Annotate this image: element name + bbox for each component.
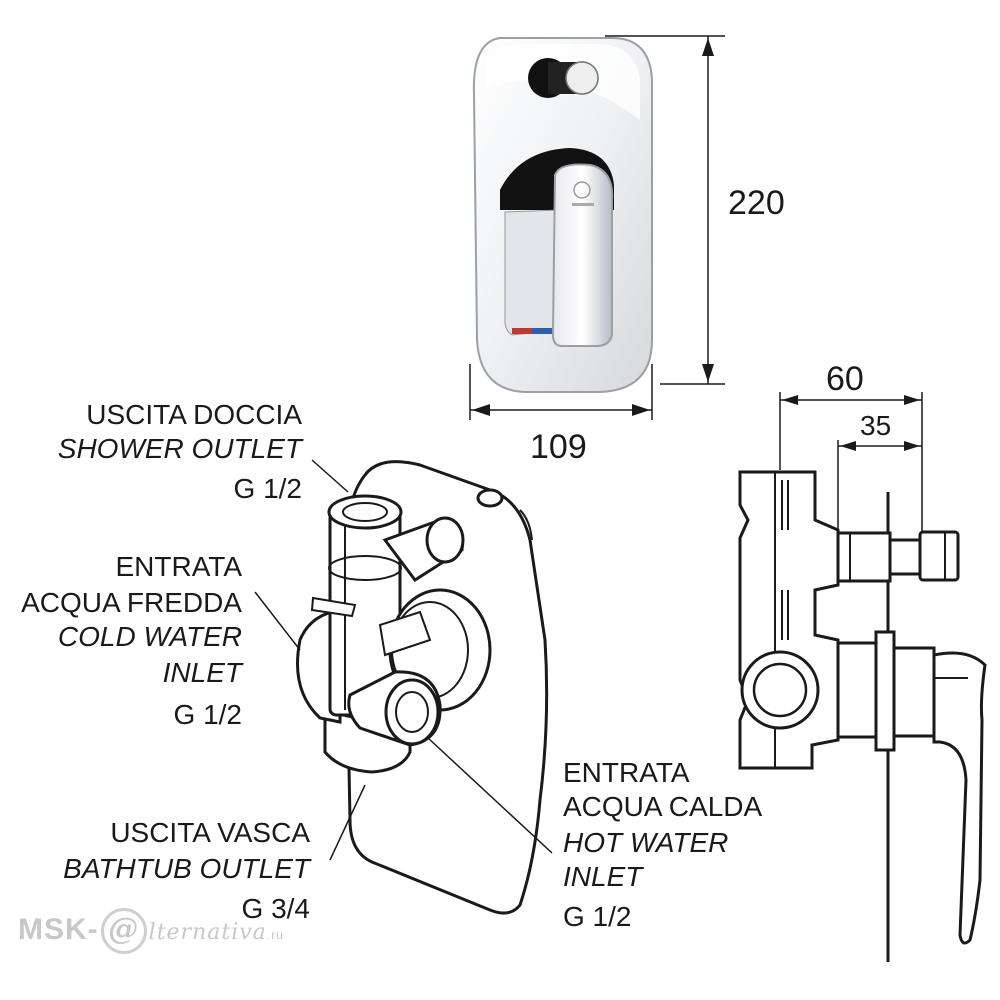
bath-outlet-thread: G 3/4 [241,893,310,924]
cold-inlet-it-2: ACQUA FREDDA [21,587,242,618]
bath-outlet-en: BATHTUB OUTLET [63,853,310,884]
dimension-width-label: 109 [530,428,587,466]
cold-inlet-en-2: INLET [162,657,242,688]
shower-outlet-it: USCITA DOCCIA [86,399,302,430]
watermark-domain: .ru [266,927,284,942]
watermark-suffix: lternativa [148,919,267,945]
diverter-knob [528,58,599,98]
dimension-depth-total-label: 60 [826,360,864,398]
watermark-prefix: MSK- [18,912,99,946]
watermark: MSK-@lternativa.ru [18,908,284,954]
hot-inlet-en-1: HOT WATER [563,827,729,858]
shower-outlet-thread: G 1/2 [233,473,302,504]
shower-outlet-en: SHOWER OUTLET [57,433,302,464]
cold-inlet-en-1: COLD WATER [57,621,242,652]
dimension-height [605,35,725,385]
cold-inlet-thread: G 1/2 [173,699,242,730]
leader-lines [254,459,553,861]
front-view-faucet [472,37,653,393]
hot-inlet-en-2: INLET [563,861,643,892]
side-diverter-knob [918,530,960,582]
side-lever [932,651,987,945]
dimension-depth [779,392,923,532]
dimension-height-label: 220 [728,184,785,222]
watermark-at: @ [100,908,147,954]
perspective-view [296,460,549,915]
dimension-width [469,364,653,420]
mixer-lever [500,148,614,347]
dimension-depth-partial-label: 35 [860,410,892,441]
hot-inlet-it-2: ACQUA CALDA [563,791,763,822]
bath-outlet-it: USCITA VASCA [110,817,310,848]
cold-inlet-it-1: ENTRATA [115,551,242,582]
hot-inlet-thread: G 1/2 [563,901,632,932]
side-view [738,470,987,962]
hot-inlet-it-1: ENTRATA [563,757,690,788]
